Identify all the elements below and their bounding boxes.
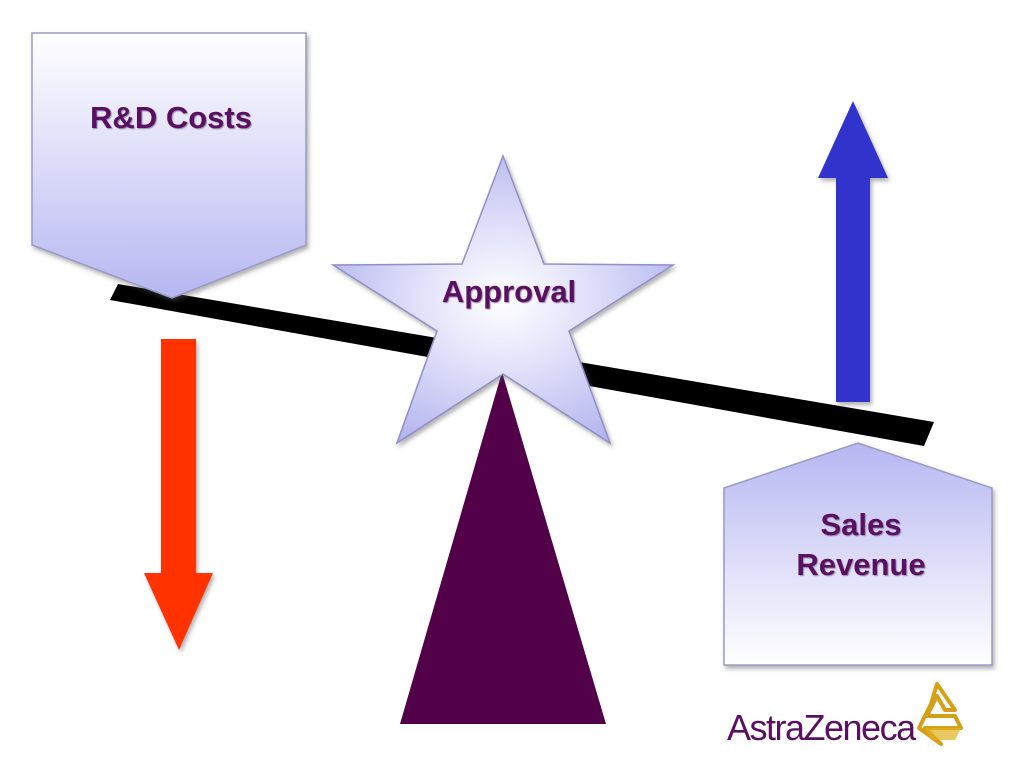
- arrow-down-icon: [144, 339, 213, 650]
- sales-label-line1: Sales: [820, 507, 902, 542]
- sales-label-line2: Revenue: [796, 547, 926, 582]
- approval-star: [330, 153, 676, 445]
- sales-revenue-label: Sales Revenue: [730, 505, 992, 585]
- approval-label: Approval: [441, 274, 577, 309]
- sales-revenue-box: [723, 442, 993, 666]
- arrow-up-icon: [818, 101, 888, 402]
- rd-costs-label: R&D Costs: [90, 100, 252, 135]
- astrazeneca-logo-wordmark: AstraZeneca: [727, 707, 916, 748]
- rd-costs-box: [31, 32, 307, 299]
- fulcrum-triangle: [400, 372, 606, 724]
- astrazeneca-symbol: [917, 682, 963, 746]
